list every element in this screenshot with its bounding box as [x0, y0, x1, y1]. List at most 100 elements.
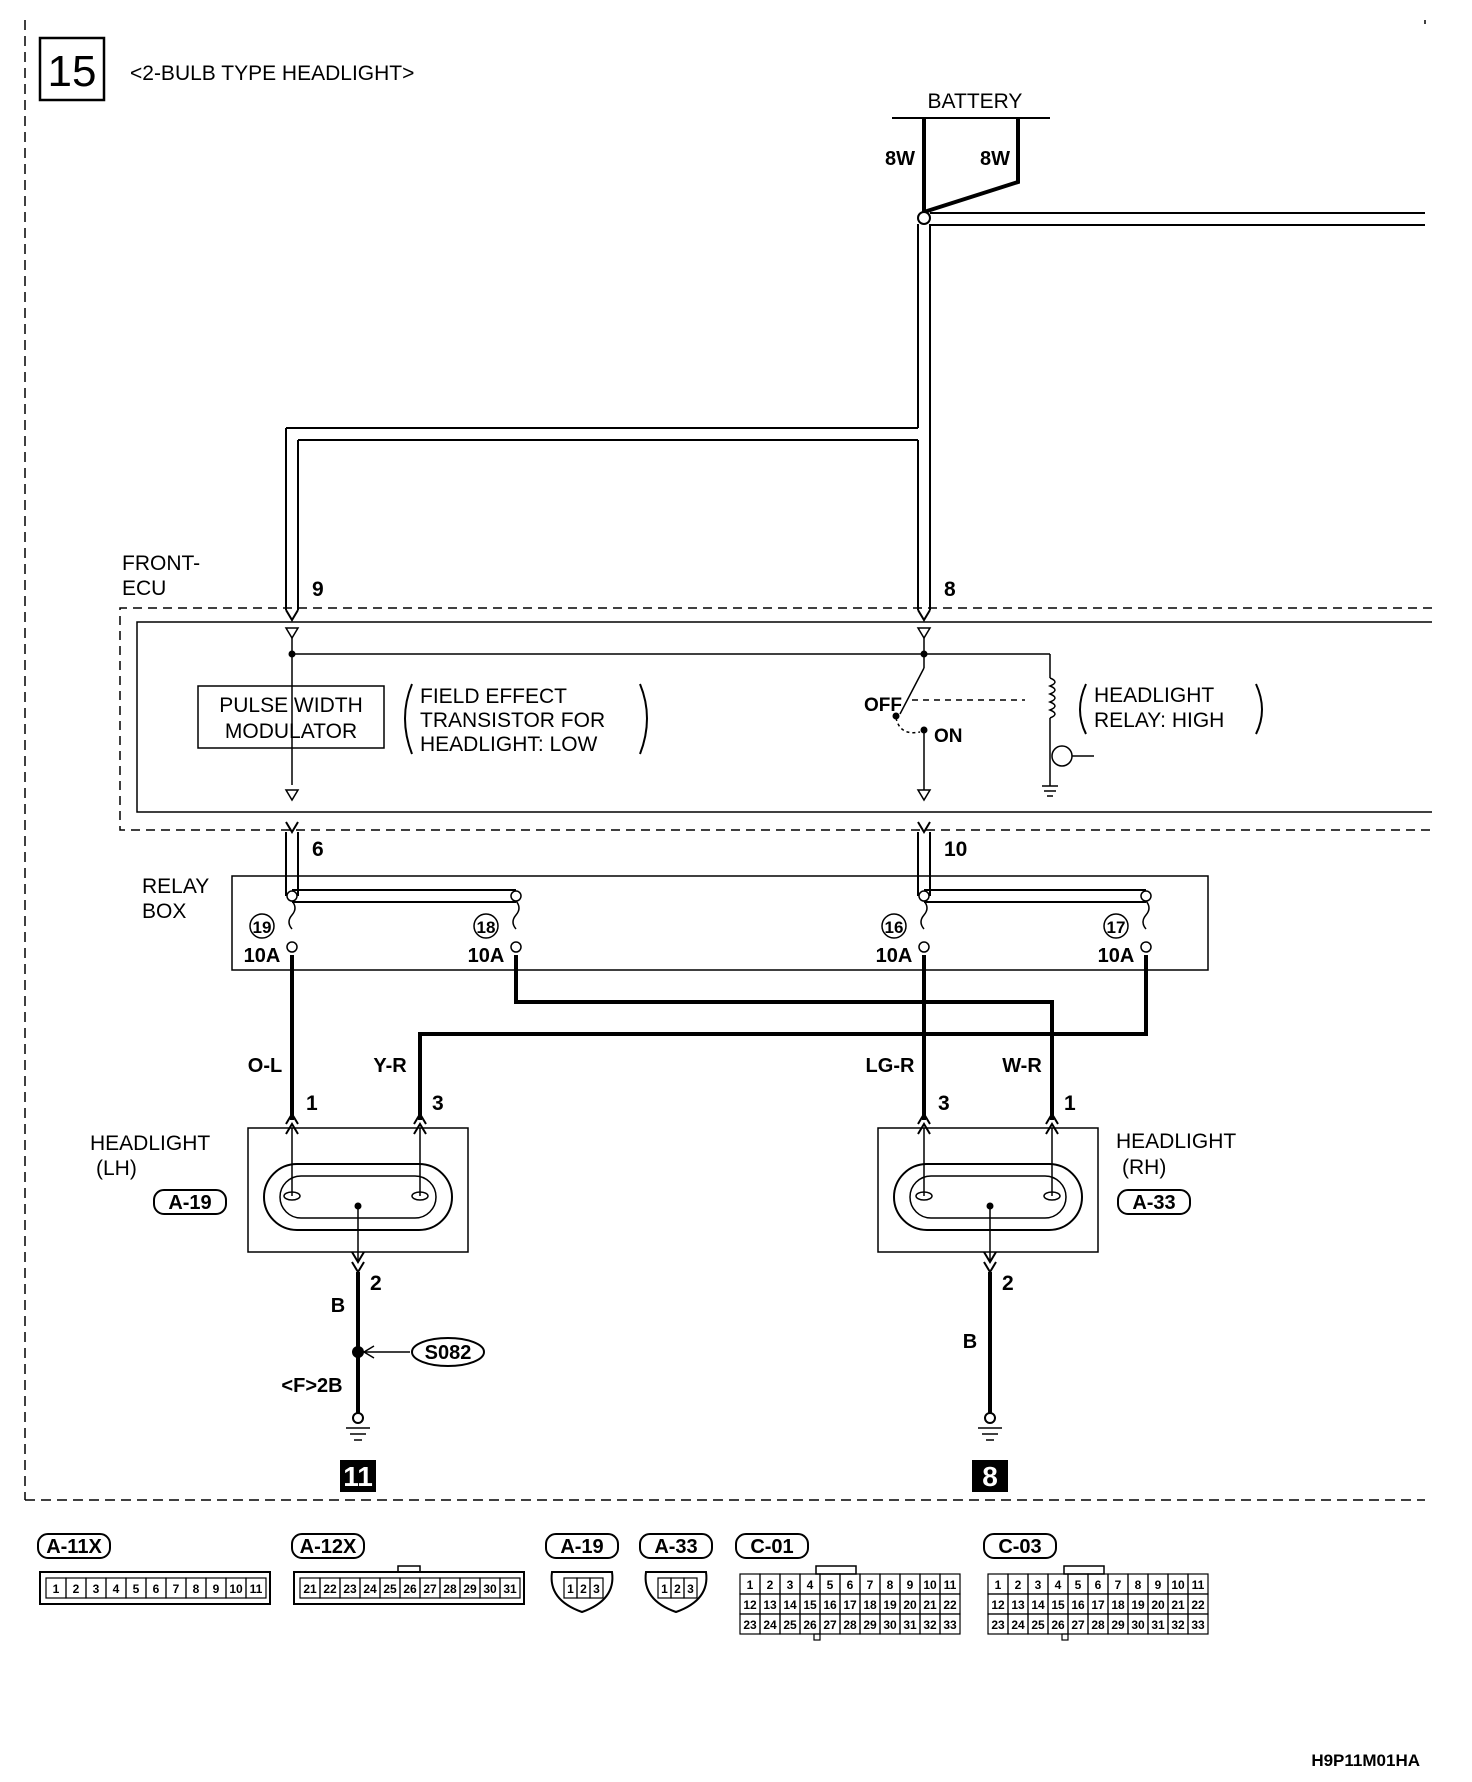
front-ecu: FRONT- ECU 9 8 PULSE WIDTH MODULATOR FIE…: [119, 552, 1432, 861]
rh-pin-3: 3: [938, 1092, 950, 1115]
connector-pin: 32: [923, 1618, 937, 1632]
connector-pin: 4: [113, 1582, 120, 1596]
figure-code: H9P11M01HA: [1311, 1751, 1420, 1770]
connector-pin: 3: [787, 1578, 794, 1592]
battery-wire-left-label: 8W: [885, 148, 915, 170]
connector-label-a19: A-19: [545, 1533, 619, 1559]
page-number-box: [38, 36, 106, 102]
connector-pin: 27: [423, 1582, 437, 1596]
connector-name: C-03: [998, 1536, 1041, 1558]
connector-pin: 22: [1191, 1598, 1205, 1612]
lh-pin-1: 1: [306, 1092, 318, 1115]
fuse-rating: 10A: [244, 945, 281, 967]
connector-pin: 25: [783, 1618, 797, 1632]
connector-name: A-11X: [46, 1536, 102, 1558]
connector-pin: 4: [807, 1578, 814, 1592]
fuse-rating: 10A: [468, 945, 505, 967]
ground-right-number: 8: [982, 1461, 998, 1492]
connector-pin: 21: [1171, 1598, 1185, 1612]
connector-pin: 8: [1135, 1578, 1142, 1592]
lh-pin-3: 3: [432, 1092, 444, 1115]
connector-pin: 30: [883, 1618, 897, 1632]
connector-pin: 28: [1091, 1618, 1105, 1632]
connector-pin: 10: [229, 1582, 243, 1596]
connector-pin: 26: [803, 1618, 817, 1632]
headlight-rh-label-1: HEADLIGHT: [1116, 1130, 1236, 1153]
headlight-lh-label-1: HEADLIGHT: [90, 1132, 210, 1155]
switch-off-label: OFF: [864, 695, 902, 716]
battery: BATTERY 8W 8W: [885, 90, 1050, 225]
connector-pin: 16: [823, 1598, 837, 1612]
ecu-pin-6: 6: [312, 838, 324, 861]
fet-label-3: HEADLIGHT: LOW: [420, 733, 598, 756]
pwm-label-1: PULSE WIDTH: [219, 694, 363, 717]
connector-pin: 7: [173, 1582, 180, 1596]
connector-pin: 24: [363, 1582, 377, 1596]
connector-pin: 21: [303, 1582, 317, 1596]
connector-pin: 20: [903, 1598, 917, 1612]
connector-pin: 27: [823, 1618, 837, 1632]
wire-fb-label: <F>2B: [281, 1375, 342, 1397]
headlight-relay-coil: [1042, 654, 1094, 797]
relay-box-label-1: RELAY: [142, 875, 209, 898]
connector-pin: 1: [567, 1582, 574, 1596]
battery-wire-right-label: 8W: [980, 148, 1010, 170]
connector-pin: 28: [443, 1582, 457, 1596]
lh-pin-2: 2: [370, 1272, 382, 1295]
front-ecu-label-2: ECU: [122, 577, 166, 600]
connector-pin: 1: [747, 1578, 754, 1592]
connector-pin: 33: [1191, 1618, 1205, 1632]
headlight-rh-connector: A-33: [1132, 1192, 1175, 1214]
connector-pin: 1: [661, 1582, 668, 1596]
connector-pin: 18: [863, 1598, 877, 1612]
connector-label-c01: C-01: [735, 1533, 809, 1559]
connector-pin: 3: [687, 1582, 694, 1596]
connector-pin: 16: [1071, 1598, 1085, 1612]
rh-pin-2: 2: [1002, 1272, 1014, 1295]
connector-pin: 24: [1011, 1618, 1025, 1632]
connector-pin: 6: [1095, 1578, 1102, 1592]
connector-pin: 8: [193, 1582, 200, 1596]
connector-pin: 3: [593, 1582, 600, 1596]
headlight-rh-label-2: (RH): [1122, 1156, 1166, 1179]
headlight-lh: 1 3 HEADLIGHT (LH) A-19 2: [90, 1092, 469, 1295]
connector-pin: 8: [887, 1578, 894, 1592]
switch-on-label: ON: [934, 726, 963, 747]
ecu-pin-10: 10: [944, 838, 967, 861]
diagram-title: <2-BULB TYPE HEADLIGHT>: [130, 62, 414, 85]
connector-pin: 13: [763, 1598, 777, 1612]
connector-pin: 31: [503, 1582, 517, 1596]
connector-pin: 30: [483, 1582, 497, 1596]
connector-pin: 26: [403, 1582, 417, 1596]
wire-lgr-label: LG-R: [866, 1055, 915, 1077]
connector-pin: 24: [763, 1618, 777, 1632]
connector-pin: 32: [1171, 1618, 1185, 1632]
connector-pin: 9: [1155, 1578, 1162, 1592]
connector-pin: 3: [93, 1582, 100, 1596]
connector-label-a33: A-33: [639, 1533, 713, 1559]
connector-pin: 14: [783, 1598, 797, 1612]
connector-pin: 22: [323, 1582, 337, 1596]
headlight-lh-connector: A-19: [168, 1192, 211, 1214]
connector-pin: 2: [1015, 1578, 1022, 1592]
connector-pin: 1: [53, 1582, 60, 1596]
connector-pin: 12: [991, 1598, 1005, 1612]
connector-pin: 10: [923, 1578, 937, 1592]
page-number: 15: [48, 47, 97, 96]
ground-wires: B <F>2B B S082 11 8: [281, 1272, 1008, 1492]
connector-pin: 2: [674, 1582, 681, 1596]
connector-name: A-19: [560, 1536, 603, 1558]
relay-label-1: HEADLIGHT: [1094, 684, 1214, 707]
connector-pin: 5: [133, 1582, 140, 1596]
connector-pin: 6: [153, 1582, 160, 1596]
headlight-rh: 3 1 HEADLIGHT (RH) A-33 2: [877, 1092, 1236, 1295]
connector-label-a12x: A-12X: [291, 1533, 365, 1559]
headlight-relay-switch: OFF ON: [864, 667, 1025, 802]
connector-pin: 23: [343, 1582, 357, 1596]
